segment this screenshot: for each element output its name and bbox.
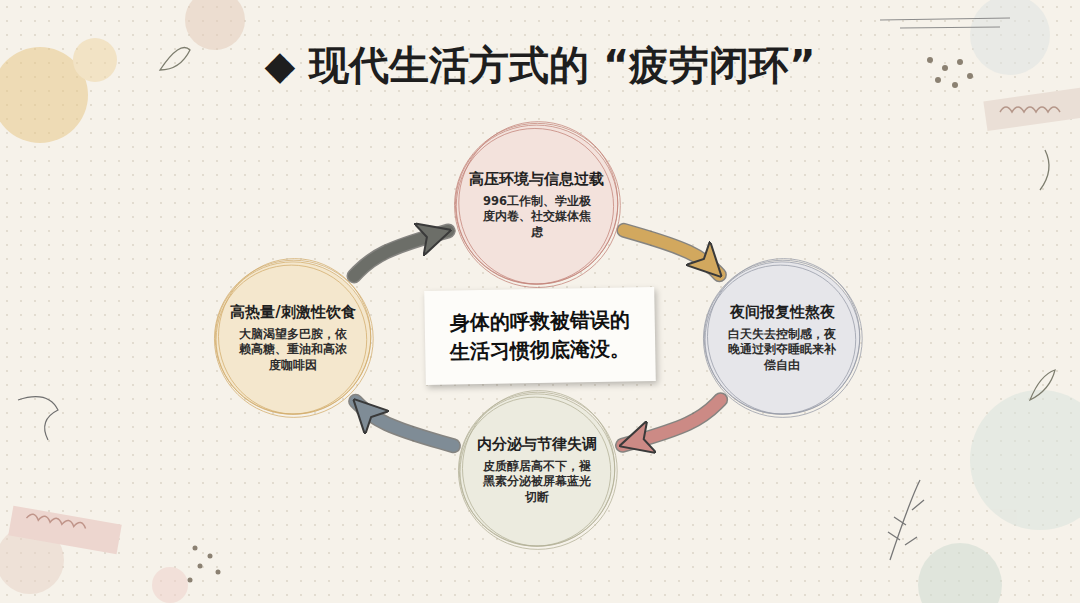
slide-title: ◆ 现代生活方式的 “疲劳闭环” — [0, 38, 1080, 93]
circle-body: 皮质醇居高不下，褪黑素分泌被屏幕蓝光切断 — [478, 459, 596, 506]
note-text: 身体的呼救被错误的生活习惯彻底淹没。 — [447, 305, 634, 366]
cycle-arrow — [356, 401, 454, 446]
circle-heading: 高压环境与信息过载 — [469, 170, 604, 188]
arrow-outline — [624, 230, 719, 274]
arrow-outline — [356, 401, 454, 446]
circle-heading: 内分泌与节律失调 — [477, 435, 597, 453]
note-card: 身体的呼救被错误的生活习惯彻底淹没。 — [424, 287, 656, 385]
circle-body: 白天失去控制感，夜晚通过剥夺睡眠来补偿自由 — [723, 327, 841, 374]
circle-heading: 高热量/刺激性饮食 — [230, 303, 355, 321]
circle-body: 996工作制、学业极度内卷、社交媒体焦虑 — [478, 194, 596, 241]
circle-heading: 夜间报复性熬夜 — [730, 303, 835, 321]
cycle-arrow — [624, 230, 719, 274]
arrow-outline — [354, 231, 448, 276]
cycle-arrow — [354, 231, 448, 276]
cycle-circle: 高压环境与信息过载 996工作制、学业极度内卷、社交媒体焦虑 — [452, 120, 621, 289]
cycle-circle: 夜间报复性熬夜白天失去控制感，夜晚通过剥夺睡眠来补偿自由 — [701, 257, 863, 419]
circle-body: 大脑渴望多巴胺，依赖高糖、重油和高浓度咖啡因 — [234, 327, 352, 374]
cycle-arrow — [623, 400, 721, 446]
cycle-circle: 高热量/刺激性饮食大脑渴望多巴胺，依赖高糖、重油和高浓度咖啡因 — [212, 257, 374, 419]
arrow-outline — [623, 400, 721, 446]
cycle-circle: 内分泌与节律失调皮质醇居高不下，褪黑素分泌被屏幕蓝光切断 — [456, 389, 618, 551]
